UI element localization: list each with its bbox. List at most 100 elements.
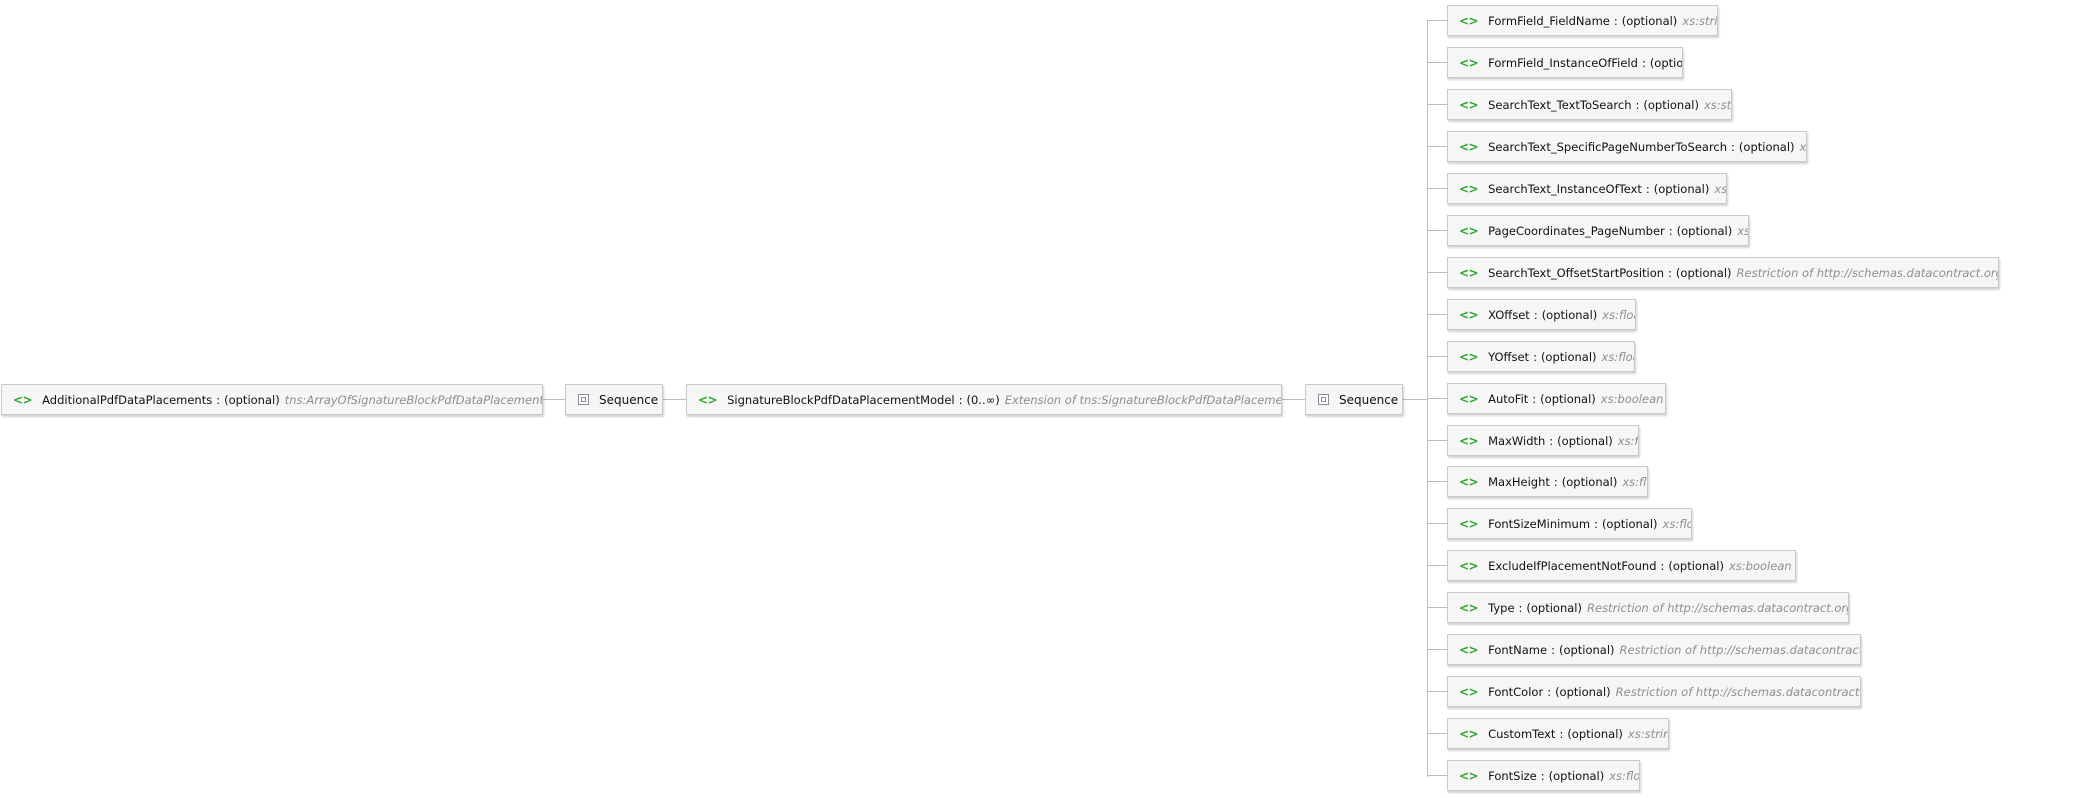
element-tag-icon: <>: [1459, 55, 1479, 70]
element-name: MaxHeight: [1488, 474, 1550, 489]
field-element-node[interactable]: <> SearchText_SpecificPageNumberToSearch:…: [1447, 131, 1807, 162]
field-element-node[interactable]: <>MaxHeight:(optional)xs:float: [1447, 466, 1648, 497]
element-type: xs:float: [1617, 433, 1639, 448]
connector-branch: [1427, 398, 1447, 399]
connector-branch: [1427, 607, 1447, 608]
element-type: xs:string: [1703, 97, 1732, 112]
element-type: xs:string: [1682, 13, 1718, 28]
element-type: Extension of tns:SignatureBlockPdfDataPl…: [1004, 392, 1282, 407]
element-name: SearchText_TextToSearch: [1488, 97, 1632, 112]
element-occurs: (optional): [1675, 265, 1732, 280]
connector-vertical-trunk: [1427, 21, 1428, 777]
field-element-node[interactable]: <>Type:(optional)Restriction of http://s…: [1447, 592, 1849, 623]
colon-separator: :: [1533, 307, 1538, 322]
connector-branch: [1427, 481, 1447, 482]
element-name: FontColor: [1488, 684, 1544, 699]
colon-separator: :: [1532, 391, 1537, 406]
field-element-node[interactable]: <>PageCoordinates_PageNumber:(optional)x…: [1447, 215, 1749, 246]
element-name: FontName: [1488, 642, 1548, 657]
field-element-node[interactable]: <>MaxWidth:(optional)xs:float: [1447, 425, 1639, 456]
connector-branch: [1427, 104, 1447, 105]
root-element-node[interactable]: <> AdditionalPdfDataPlacements : (option…: [1, 384, 543, 415]
element-tag-icon: <>: [1459, 139, 1479, 154]
element-name: FormField_InstanceOfField: [1488, 55, 1638, 70]
element-tag-icon: <>: [1459, 433, 1479, 448]
field-element-node[interactable]: <>FormField_InstanceOfField:(optional)xs…: [1447, 47, 1683, 78]
connector-model-seq2: [1282, 399, 1305, 400]
element-name: MaxWidth: [1488, 433, 1546, 448]
element-occurs: (optional): [1653, 181, 1710, 196]
colon-separator: :: [1645, 181, 1650, 196]
element-type: xs:boolean: [1600, 391, 1664, 406]
colon-separator: :: [1731, 139, 1735, 154]
field-element-node[interactable]: <>FormField_FieldName:(optional)xs:strin…: [1447, 5, 1718, 36]
element-tag-icon: <>: [1459, 516, 1479, 531]
element-tag-icon: <>: [1459, 97, 1479, 112]
element-name: FontSize: [1488, 768, 1537, 783]
element-tag-icon: <>: [1459, 558, 1479, 573]
field-element-node[interactable]: <>CustomText:(optional)xs:string: [1447, 718, 1669, 749]
connector-branch: [1427, 440, 1447, 441]
element-name: YOffset: [1488, 349, 1530, 364]
field-element-node[interactable]: <>FontName:(optional)Restriction of http…: [1447, 634, 1861, 665]
element-type: xs:float: [1609, 768, 1640, 783]
element-occurs: (optional): [1540, 349, 1597, 364]
element-occurs: (optional): [1548, 768, 1605, 783]
element-tag-icon: <>: [1459, 13, 1479, 28]
field-element-node[interactable]: <>FontSizeMinimum:(optional)xs:float: [1447, 508, 1692, 539]
colon-separator: :: [1549, 433, 1554, 448]
model-element-node[interactable]: <> SignatureBlockPdfDataPlacementModel :…: [686, 384, 1282, 415]
field-element-node[interactable]: <>FontColor:(optional)Restriction of htt…: [1447, 676, 1861, 707]
element-type: xs:float: [1601, 349, 1634, 364]
element-tag-icon: <>: [1459, 307, 1479, 322]
field-element-node[interactable]: <>SearchText_OffsetStartPosition:(option…: [1447, 257, 1999, 288]
field-element-node[interactable]: <>SearchText_InstanceOfText:(optional)xs…: [1447, 173, 1727, 204]
element-tag-icon: <>: [1459, 684, 1479, 699]
element-name: SearchText_SpecificPageNumberToSearch: [1488, 139, 1728, 154]
element-tag-icon: <>: [1459, 768, 1479, 783]
element-occurs: (optional): [1621, 13, 1678, 28]
colon-separator: :: [1533, 349, 1537, 364]
field-element-node[interactable]: <> FontSize:(optional) xs:float: [1447, 760, 1640, 791]
colon-separator: :: [1540, 768, 1545, 783]
element-occurs: (0..∞): [966, 392, 1000, 407]
field-element-node[interactable]: <>ExcludeIfPlacementNotFound:(optional)x…: [1447, 550, 1796, 581]
element-occurs: (optional): [1526, 600, 1582, 615]
field-element-node[interactable]: <>XOffset:(optional)xs:float: [1447, 299, 1636, 330]
element-tag-icon: <>: [1459, 265, 1479, 280]
field-element-node[interactable]: <>AutoFit:(optional)xs:boolean: [1447, 383, 1666, 414]
element-type: xs:int: [1714, 181, 1727, 196]
element-occurs: (optional): [1738, 139, 1795, 154]
sequence-icon: [1318, 394, 1329, 405]
element-name: XOffset: [1488, 307, 1530, 322]
field-element-node[interactable]: <>SearchText_TextToSearch:(optional)xs:s…: [1447, 89, 1732, 120]
sequence-node[interactable]: Sequence: [565, 384, 663, 415]
element-name: AutoFit: [1488, 391, 1529, 406]
element-occurs: (optional): [1540, 391, 1596, 406]
colon-separator: :: [1668, 223, 1673, 238]
element-occurs: (optional): [1558, 642, 1615, 657]
connector-branch: [1427, 188, 1447, 189]
element-type: xs:float: [1622, 474, 1647, 489]
connector-branch: [1427, 20, 1447, 21]
field-element-node[interactable]: <>YOffset:(optional)xs:float: [1447, 341, 1635, 372]
element-tag-icon: <>: [1459, 726, 1479, 741]
sequence-node[interactable]: Sequence: [1305, 384, 1403, 415]
element-name: Type: [1488, 600, 1515, 615]
element-occurs: (optional): [1649, 55, 1683, 70]
colon-separator: :: [216, 392, 221, 407]
connector-root-seq1: [543, 399, 565, 400]
element-occurs: (optional): [1668, 558, 1724, 573]
element-name: SearchText_InstanceOfText: [1488, 181, 1642, 196]
colon-separator: :: [1518, 600, 1523, 615]
colon-separator: :: [1594, 516, 1598, 531]
element-tag-icon: <>: [1459, 642, 1479, 657]
sequence-icon: [578, 394, 589, 405]
element-name: CustomText: [1488, 726, 1556, 741]
element-name: PageCoordinates_PageNumber: [1488, 223, 1665, 238]
element-type: xs:boolean: [1729, 558, 1792, 573]
element-type: Restriction of http://schemas.datacontra…: [1736, 265, 1998, 280]
connector-branch: [1427, 230, 1447, 231]
element-occurs: (optional): [1561, 474, 1618, 489]
element-type: tns:ArrayOfSignatureBlockPdfDataPlacemen…: [284, 392, 542, 407]
